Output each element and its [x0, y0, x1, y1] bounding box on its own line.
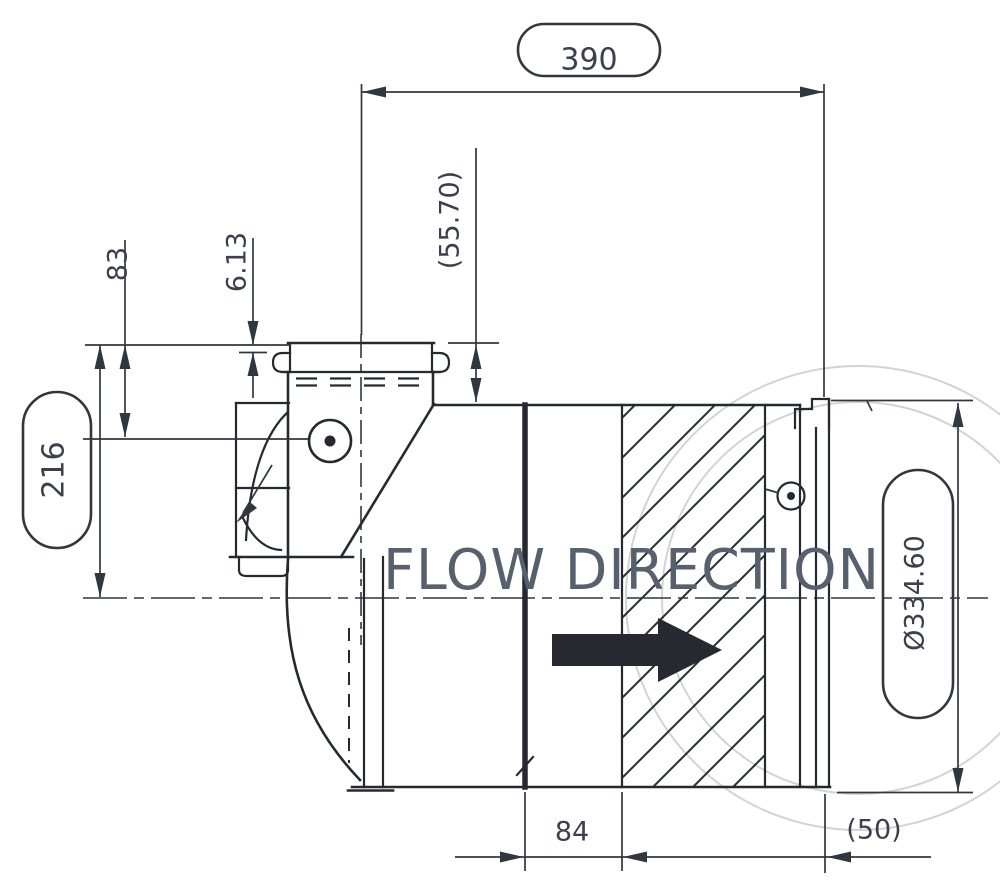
flow-annotation: FLOW DIRECTION — [383, 538, 880, 682]
dim-overall-length-390: 390 — [360, 22, 825, 397]
filter-hatching — [623, 406, 764, 786]
muffler-shell — [285, 397, 832, 792]
arrowhead — [362, 86, 386, 98]
outlet-boss-stub — [764, 488, 780, 494]
arrowhead — [800, 86, 824, 98]
dim-label-50: (50) — [846, 815, 901, 846]
dim-label-55-70: (55.70) — [435, 171, 466, 269]
dim-gasket-offset-6-13: 6.13 — [222, 232, 267, 398]
dim-module-length-84: 84 — [455, 792, 931, 871]
dim-flange-to-boss-83: 83 — [83, 240, 308, 440]
left-dome-profile — [285, 557, 362, 782]
arrowhead — [623, 851, 647, 863]
arrowhead — [247, 321, 259, 345]
bracket-lower-arc — [241, 516, 283, 552]
lower-tab — [237, 555, 290, 578]
arrowhead — [119, 345, 131, 369]
bracket-leader-line — [242, 464, 273, 514]
inspection-bubble — [21, 390, 93, 550]
outlet-boss-circle — [776, 481, 806, 511]
inlet-cone-slant — [339, 402, 436, 559]
dim-label-6-13: 6.13 — [222, 232, 253, 292]
flow-direction-label: FLOW DIRECTION — [383, 538, 880, 603]
mounting-bracket — [234, 401, 291, 559]
inlet-assembly — [228, 341, 451, 578]
inspection-bubble — [881, 468, 955, 720]
dim-label-334-60: Ø334.60 — [900, 535, 931, 651]
ext-tick — [866, 400, 873, 412]
bracket-arc — [244, 410, 290, 542]
arrowhead — [94, 573, 106, 597]
outlet-boss-center-dot — [787, 492, 795, 500]
arrowhead — [952, 403, 964, 427]
dim-inlet-flange-55-70: (55.70) — [435, 148, 499, 402]
inlet-sensor-boss — [307, 418, 353, 464]
arrowhead — [94, 345, 106, 369]
arrowhead — [247, 352, 259, 376]
dim-outlet-length-50: (50) — [824, 794, 902, 873]
dim-flange-to-centerline-216: 216 — [21, 345, 106, 597]
flow-direction-arrow — [552, 618, 722, 682]
arrowhead — [827, 851, 851, 863]
bracket-leader-arrowhead — [236, 502, 257, 523]
flange-ear-right — [430, 351, 451, 374]
arrowhead — [470, 345, 482, 369]
center-lines — [83, 334, 988, 645]
dim-label-390: 390 — [560, 43, 617, 78]
inspection-bubble — [516, 22, 662, 78]
flange-ear-left — [271, 351, 292, 374]
dim-shell-diameter-334-60: Ø334.60 — [831, 399, 973, 794]
dim-label-84: 84 — [555, 817, 589, 848]
arrowhead — [470, 378, 482, 402]
outlet-sensor-boss — [764, 481, 806, 511]
weld-tick — [515, 755, 535, 777]
inlet-boss-center-dot — [324, 435, 336, 447]
arrowhead — [119, 413, 131, 437]
arrowhead — [952, 768, 964, 792]
dim-label-216: 216 — [37, 441, 72, 498]
inlet-boss-circle — [307, 418, 353, 464]
dim-label-83: 83 — [103, 247, 134, 281]
arrowhead — [500, 851, 524, 863]
hatch-region — [623, 406, 764, 786]
